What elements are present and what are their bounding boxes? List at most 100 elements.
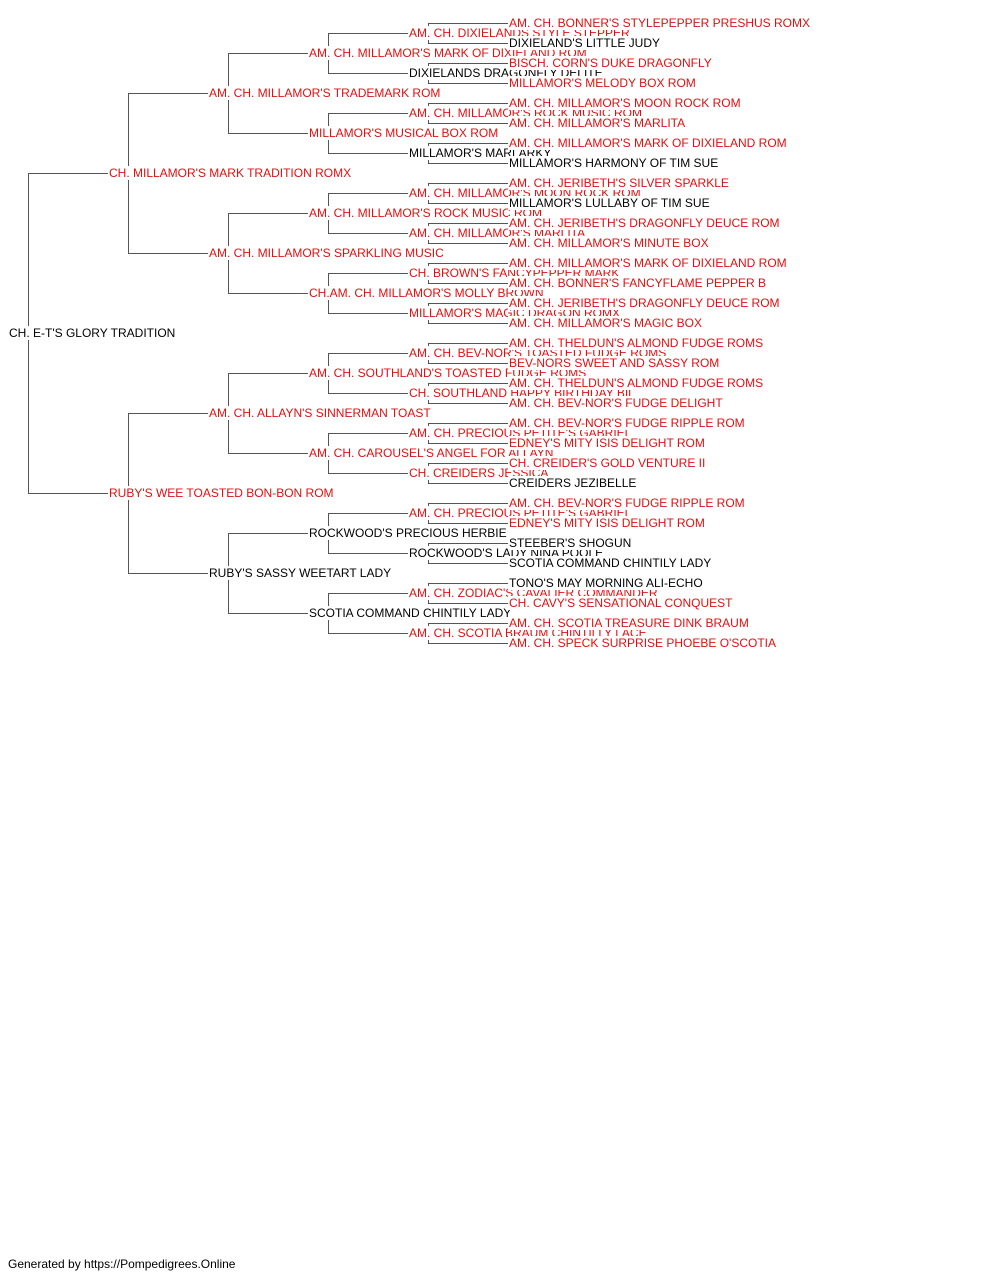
connector-dam — [228, 133, 308, 134]
connector-sire — [328, 193, 408, 194]
ancestor-name: MILLAMOR'S MUSICAL BOX ROM — [308, 126, 500, 140]
ancestor-name: MILLAMOR'S HARMONY OF TIM SUE — [508, 156, 720, 170]
connector-dam — [428, 483, 508, 484]
connector-dam — [428, 123, 508, 124]
ancestor-name: SCOTIA COMMAND CHINTILY LADY — [508, 556, 713, 570]
ancestor-name: RUBY'S SASSY WEETART LADY — [208, 566, 393, 580]
connector-dam — [428, 603, 508, 604]
ancestor-name: AM. CH. MILLAMOR'S MINUTE BOX — [508, 236, 710, 250]
connector-dam — [228, 293, 308, 294]
ancestor-name: EDNEY'S MITY ISIS DELIGHT ROM — [508, 436, 706, 450]
connector-sire — [428, 263, 508, 264]
ancestor-name: AM. CH. MILLAMOR'S ROCK MUSIC ROM — [308, 206, 543, 220]
connector-dam — [228, 613, 308, 614]
connector-sire — [128, 413, 208, 414]
ancestor-name: AM. CH. ALLAYN'S SINNERMAN TOAST — [208, 406, 432, 420]
ancestor-name: CH.AM. CH. MILLAMOR'S MOLLY BROWN — [308, 286, 545, 300]
connector-dam — [328, 633, 408, 634]
connector-dam — [428, 203, 508, 204]
connector-dam — [328, 473, 408, 474]
connector-dam — [428, 43, 508, 44]
ancestor-name: MILLAMOR'S MELODY BOX ROM — [508, 76, 697, 90]
connector-sire — [428, 503, 508, 504]
ancestor-name: AM. CH. MILLAMOR'S MARLITA — [508, 116, 687, 130]
connector-dam — [128, 253, 208, 254]
connector-dam — [428, 643, 508, 644]
connector-sire — [428, 223, 508, 224]
ancestor-name: AM. CH. JERIBETH'S DRAGONFLY DEUCE ROM — [508, 296, 781, 310]
connector-sire — [428, 303, 508, 304]
connector-dam — [428, 403, 508, 404]
connector-dam — [328, 393, 408, 394]
connector-sire — [328, 593, 408, 594]
connector-sire — [428, 63, 508, 64]
connector-sire — [428, 383, 508, 384]
ancestor-name: BEV-NORS SWEET AND SASSY ROM — [508, 356, 721, 370]
connector-sire — [328, 513, 408, 514]
ancestor-name: AM. CH. SCOTIA TREASURE DINK BRAUM — [508, 616, 750, 630]
connector-sire — [428, 143, 508, 144]
connector-dam — [328, 73, 408, 74]
ancestor-name: EDNEY'S MITY ISIS DELIGHT ROM — [508, 516, 706, 530]
ancestor-name: AM. CH. BONNER'S FANCYFLAME PEPPER B — [508, 276, 768, 290]
connector-sire — [328, 33, 408, 34]
connector-dam — [328, 233, 408, 234]
ancestor-name: AM. CH. BEV-NOR'S FUDGE RIPPLE ROM — [508, 496, 746, 510]
ancestor-name: AM. CH. CAROUSEL'S ANGEL FOR ALLAYN — [308, 446, 555, 460]
ancestor-name: AM. CH. MILLAMOR'S MARK OF DIXIELAND ROM — [508, 136, 788, 150]
connector-dam — [428, 283, 508, 284]
connector-sire — [328, 113, 408, 114]
connector-sire — [328, 433, 408, 434]
ancestor-name: AM. CH. MILLAMOR'S MARK OF DIXIELAND ROM — [508, 256, 788, 270]
ancestor-name: SCOTIA COMMAND CHINTILY LADY — [308, 606, 513, 620]
connector-dam — [28, 493, 108, 494]
connector-sire — [328, 273, 408, 274]
ancestor-name: AM. CH. JERIBETH'S SILVER SPARKLE — [508, 176, 730, 190]
connector-sire — [428, 623, 508, 624]
connector-dam — [228, 453, 308, 454]
connector-sire — [28, 173, 108, 174]
connector-dam — [428, 363, 508, 364]
subject-dog-name: CH. E-T'S GLORY TRADITION — [8, 326, 177, 340]
connector-sire — [428, 583, 508, 584]
connector-dam — [428, 443, 508, 444]
ancestor-name: AM. CH. BEV-NOR'S FUDGE DELIGHT — [508, 396, 724, 410]
connector-sire — [428, 343, 508, 344]
connector-dam — [328, 153, 408, 154]
ancestor-name: DIXIELAND'S LITTLE JUDY — [508, 36, 661, 50]
connector-sire — [428, 463, 508, 464]
connector-sire — [428, 543, 508, 544]
connector-sire — [228, 53, 308, 54]
connector-sire — [228, 213, 308, 214]
connector-dam — [328, 313, 408, 314]
ancestor-name: AM. CH. MILLAMOR'S MAGIC BOX — [508, 316, 703, 330]
ancestor-name: AM. CH. MILLAMOR'S MOON ROCK ROM — [508, 96, 742, 110]
ancestor-name: CREIDERS JEZIBELLE — [508, 476, 638, 490]
connector-dam — [428, 523, 508, 524]
ancestor-name: RUBY'S WEE TOASTED BON-BON ROM — [108, 486, 335, 500]
connector-sire — [428, 423, 508, 424]
connector-sire — [128, 93, 208, 94]
connector-dam — [428, 563, 508, 564]
connector-sire — [328, 353, 408, 354]
connector-sire — [228, 373, 308, 374]
ancestor-name: MILLAMOR'S LULLABY OF TIM SUE — [508, 196, 711, 210]
connector-dam — [128, 573, 208, 574]
connector-sire — [428, 23, 508, 24]
connector-dam — [328, 553, 408, 554]
connector-dam — [428, 83, 508, 84]
ancestor-name: ROCKWOOD'S PRECIOUS HERBIE — [308, 526, 508, 540]
ancestor-name: AM. CH. JERIBETH'S DRAGONFLY DEUCE ROM — [508, 216, 781, 230]
connector-dam — [428, 323, 508, 324]
ancestor-name: TONO'S MAY MORNING ALI-ECHO — [508, 576, 704, 590]
ancestor-name: CH. CAVY'S SENSATIONAL CONQUEST — [508, 596, 734, 610]
ancestor-name: AM. CH. SPECK SURPRISE PHOEBE O'SCOTIA — [508, 636, 778, 650]
ancestor-name: AM. CH. MILLAMOR'S SPARKLING MUSIC — [208, 246, 445, 260]
connector-dam — [428, 243, 508, 244]
connector-dam — [428, 163, 508, 164]
ancestor-name: AM. CH. BONNER'S STYLEPEPPER PRESHUS ROM… — [508, 16, 812, 30]
ancestor-name: AM. CH. THELDUN'S ALMOND FUDGE ROMS — [508, 376, 765, 390]
ancestor-name: AM. CH. THELDUN'S ALMOND FUDGE ROMS — [508, 336, 765, 350]
ancestor-name: CH. MILLAMOR'S MARK TRADITION ROMX — [108, 166, 353, 180]
